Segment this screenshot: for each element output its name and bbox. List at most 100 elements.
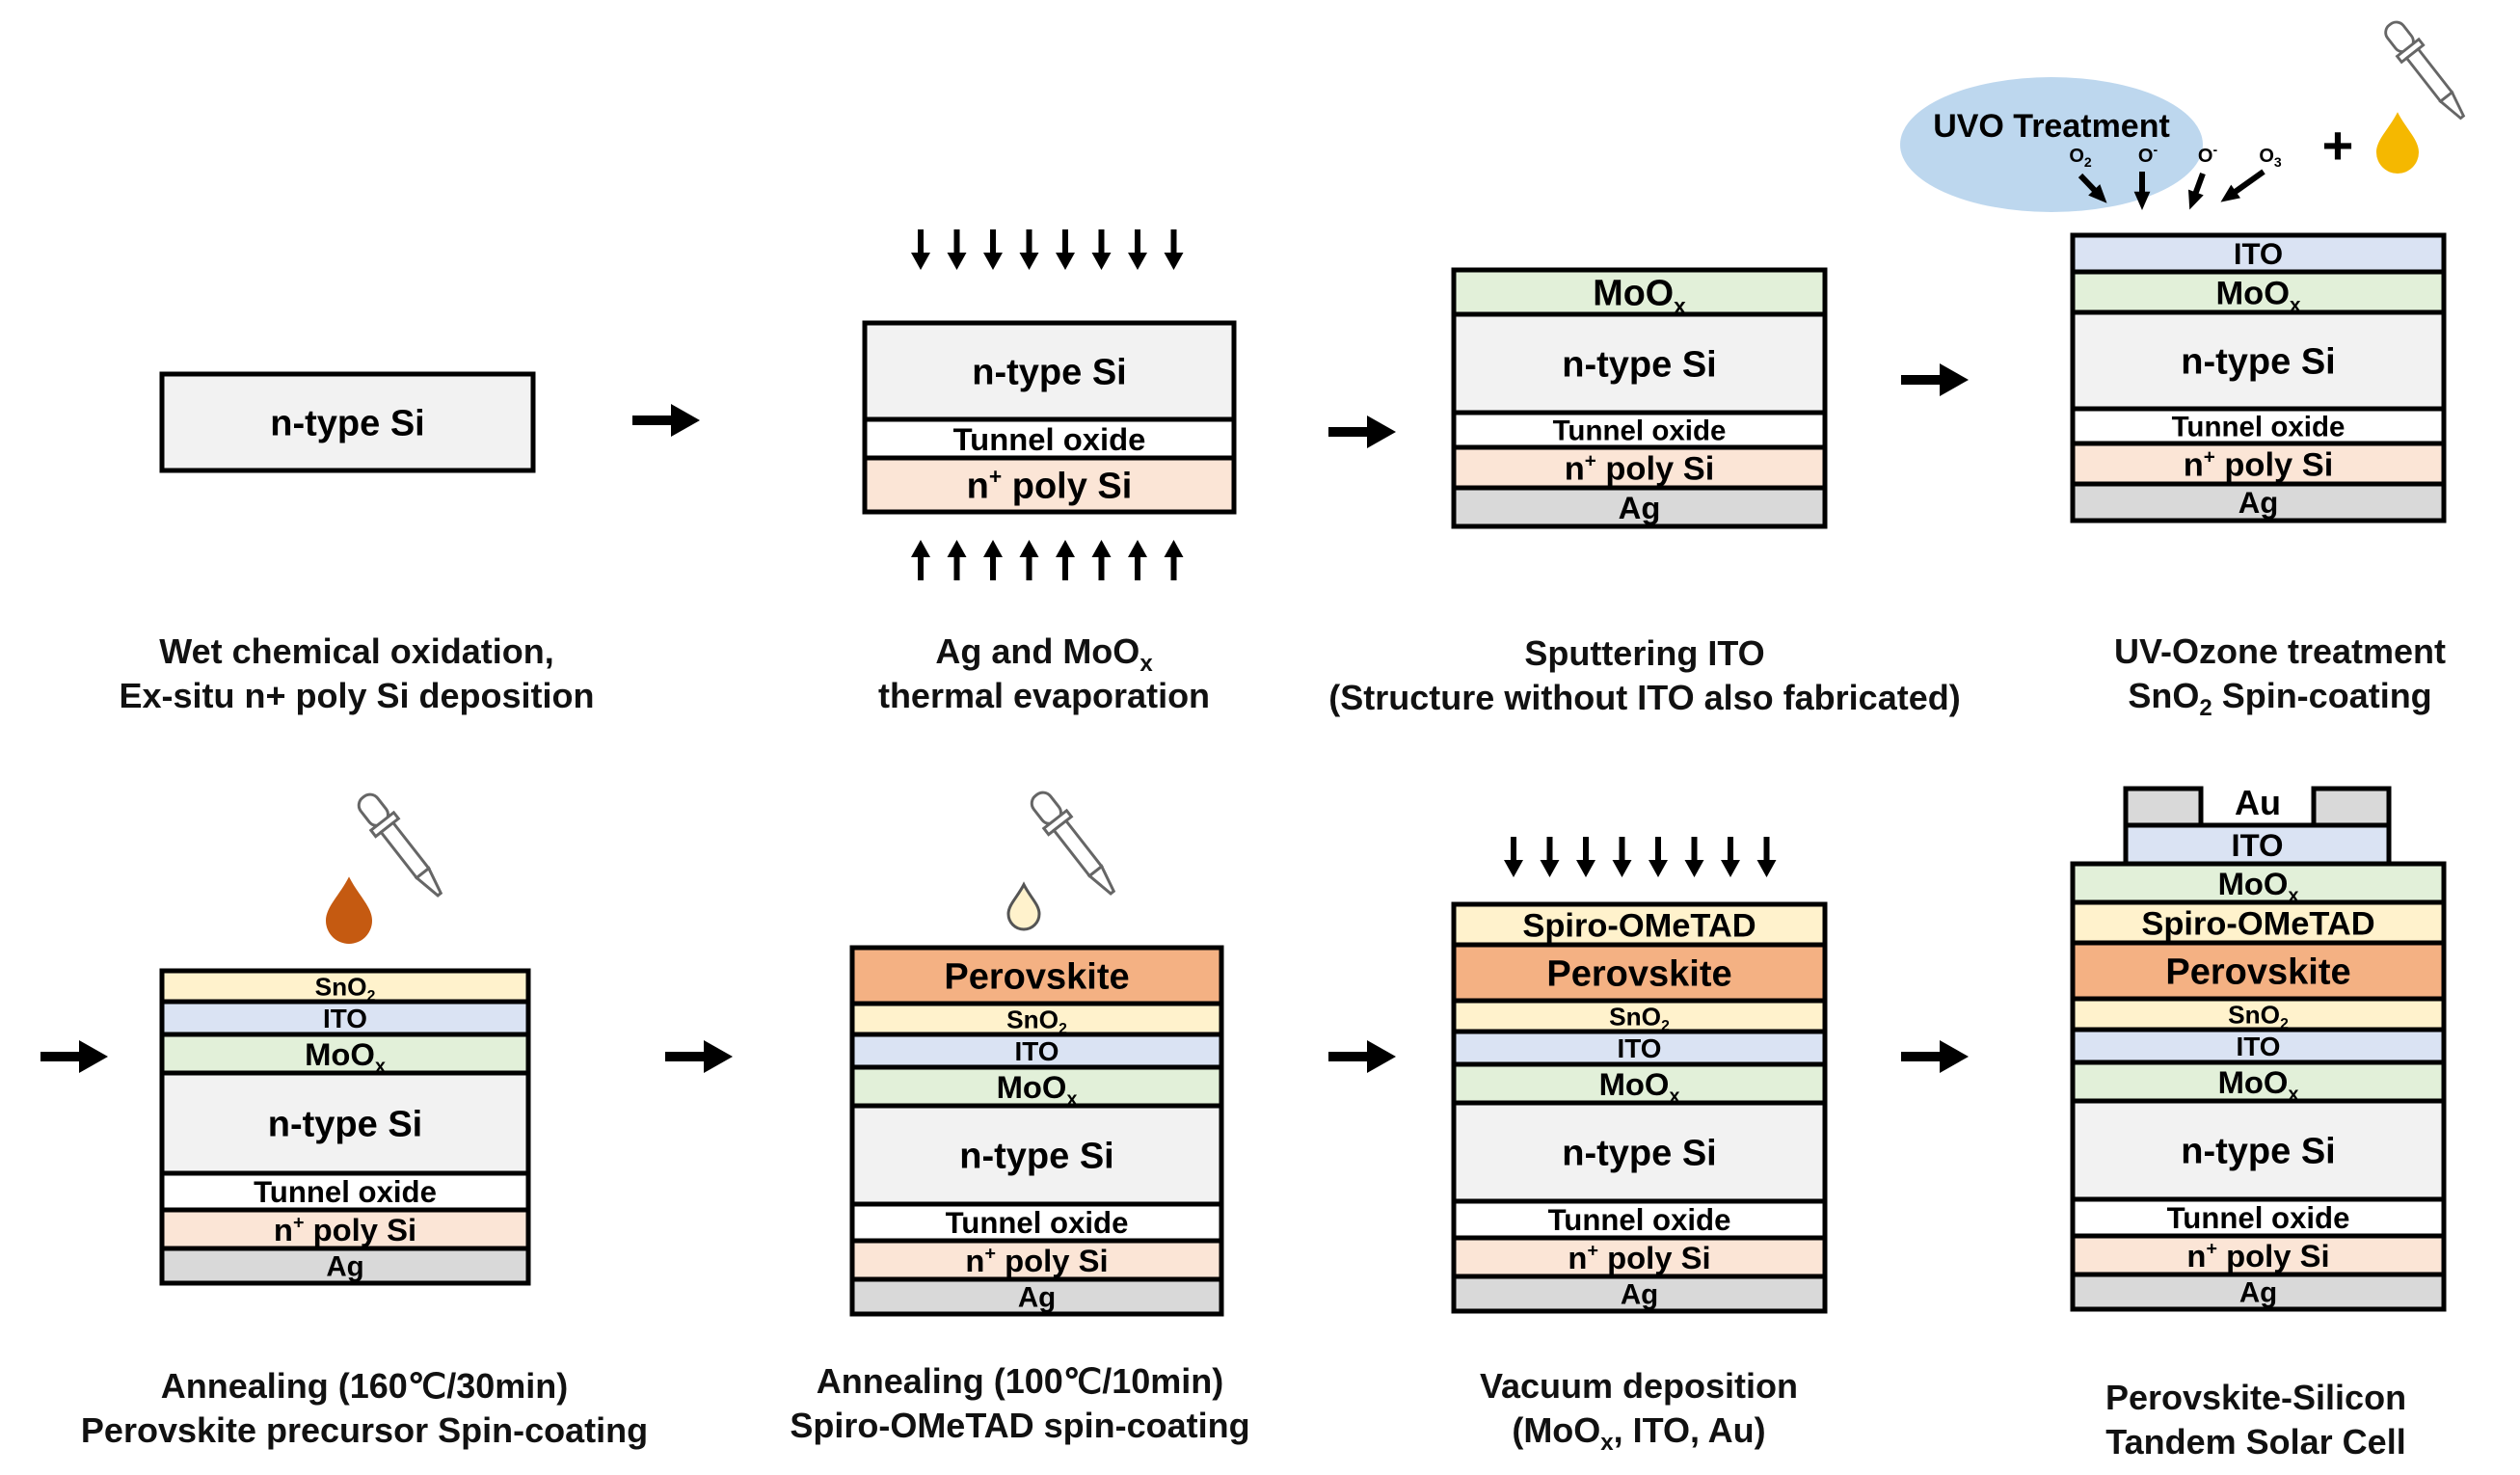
moox-layer: MoOx [2070,861,2447,906]
ag-layer-label: Ag [1621,1279,1658,1311]
spiro-ometad-layer: Spiro-OMeTAD [1451,901,1828,948]
ag-layer: Ag [1451,485,1828,529]
tunnel-oxide-layer-label: Tunnel oxide [1548,1203,1731,1237]
n-type-si-layer: n-type Si [159,1070,531,1176]
ag-layer-label: Ag [326,1251,363,1283]
arrow-4-5 [40,1040,108,1073]
n-type-si-layer-label: n-type Si [1562,345,1716,386]
caption-step1: Wet chemical oxidation, Ex-situ n+ poly S… [119,631,594,715]
moox-layer: MoOx [1451,1061,1828,1107]
n-type-si-layer-label: n-type Si [959,1137,1113,1177]
n-poly-si-layer: n+ poly Si [1451,444,1828,491]
moox-layer-label: MoOx [2216,275,2301,316]
moox-layer: MoOx [2070,269,2447,316]
ag-layer: Ag [159,1246,531,1286]
n-poly-si-layer-label: n+ poly Si [967,464,1133,506]
moox-layer-label: MoOx [997,1069,1078,1110]
pipette-icon-step5 [357,792,443,898]
arrow-7-8 [1901,1040,1969,1073]
plus-icon: + [2322,115,2354,175]
pipette-icon-step6 [1030,791,1116,896]
n-type-si-layer: n-type Si [1451,1100,1828,1204]
n-type-si-layer-label: n-type Si [2181,1132,2335,1172]
caption-step4-line-2: SnO2 Spin-coating [2128,676,2431,721]
caption-step6-line-2: Spiro-OMeTAD spin-coating [790,1406,1249,1445]
perovskite-layer-label: Perovskite [1546,954,1731,995]
caption-step2-line-1: Ag and MoOx [935,631,1153,677]
caption-step4-line-1: UV-Ozone treatment [2114,631,2446,671]
ito-layer-label: ITO [1618,1033,1662,1063]
moox-layer-label: MoOx [305,1036,386,1077]
arrow-2-3 [1328,416,1396,448]
uvo-species-3: O- [2198,142,2218,167]
tunnel-oxide-layer-label: Tunnel oxide [1553,416,1727,447]
perovskite-layer: Perovskite [849,945,1224,1006]
evaporation-arrows-bottom [911,540,1184,580]
caption-step7: Vacuum deposition(MoOx, ITO, Au) [1480,1366,1798,1456]
tunnel-oxide-layer-label: Tunnel oxide [946,1206,1129,1240]
caption-step5-line-1: Annealing (160℃/30min) [161,1366,569,1406]
tunnel-oxide-layer: Tunnel oxide [159,1170,531,1213]
ito-layer: ITO [2070,232,2447,275]
sno2-layer: SnO2 [849,1001,1224,1037]
n-poly-si-layer: n+ poly Si [849,1238,1224,1282]
droplet-icon-step5 [326,876,372,944]
ag-layer: Ag [2070,1272,2447,1312]
ito-layer-label: ITO [2234,237,2283,271]
tunnel-oxide-layer: Tunnel oxide [862,416,1237,461]
caption-step6-line-1: Annealing (100℃/10min) [817,1361,1224,1401]
n-poly-si-layer: n+ poly Si [2070,1233,2447,1277]
ag-layer: Ag [1451,1274,1828,1314]
sno2-layer-label: SnO2 [2228,1000,2289,1032]
uvo-treatment-title: UVO Treatment [1933,108,2170,145]
ito-layer: ITO [2070,1027,2447,1065]
ito-layer: ITO [159,999,531,1037]
moox-layer: MoOx [2070,1059,2447,1105]
ag-layer-label: Ag [2239,486,2279,520]
caption-step5: Annealing (160℃/30min)Perovskite precurs… [81,1366,648,1450]
n-type-si-layer-label: n-type Si [1562,1134,1716,1174]
sno2-layer: SnO2 [159,968,531,1005]
sno2-layer: SnO2 [1451,998,1828,1034]
ito-layer-label: ITO [2237,1032,2281,1061]
moox-layer-label: MoOx [2218,1064,2299,1105]
tunnel-oxide-layer: Tunnel oxide [1451,1198,1828,1241]
n-poly-si-layer-label: n+ poly Si [965,1243,1108,1278]
caption-step1-line-2: Ex-situ n+ poly Si deposition [119,676,594,715]
n-poly-si-layer: n+ poly Si [862,455,1237,515]
perovskite-layer: Perovskite [1451,942,1828,1004]
moox-layer: MoOx [1451,267,1828,318]
n-poly-si-layer-label: n+ poly Si [274,1212,416,1247]
caption-step5-line-2: Perovskite precursor Spin-coating [81,1410,648,1450]
caption-step1-line-1: Wet chemical oxidation, [159,631,553,671]
sno2-layer-label: SnO2 [1609,1002,1670,1034]
tunnel-oxide-layer: Tunnel oxide [849,1201,1224,1244]
caption-step3-line-1: Sputtering ITO [1524,633,1764,673]
caption-step8-line-1: Perovskite-Silicon [2105,1378,2406,1417]
arrow-5-6 [665,1040,733,1073]
arrow-6-7 [1328,1040,1396,1073]
ito-layer-label: ITO [1015,1036,1059,1066]
uvo-species-4: O3 [2259,146,2282,170]
pipette-icon-step4 [2384,20,2466,121]
ag-layer: Ag [2070,481,2447,523]
caption-step6: Annealing (100℃/10min) Spiro-OMeTAD spin-… [790,1361,1249,1445]
droplet-icon-step4 [2376,112,2419,174]
n-type-si-layer: n-type Si [159,371,536,473]
n-type-si-layer-label: n-type Si [972,353,1126,393]
n-type-si-layer: n-type Si [849,1103,1224,1207]
spiro-ometad-layer: Spiro-OMeTAD [2070,899,2447,946]
n-poly-si-layer-label: n+ poly Si [2186,1238,2329,1274]
tunnel-oxide-layer-label: Tunnel oxide [2167,1201,2350,1235]
spiro-ometad-layer-label: Spiro-OMeTAD [1522,907,1756,944]
arrow-3-4 [1901,363,1969,396]
